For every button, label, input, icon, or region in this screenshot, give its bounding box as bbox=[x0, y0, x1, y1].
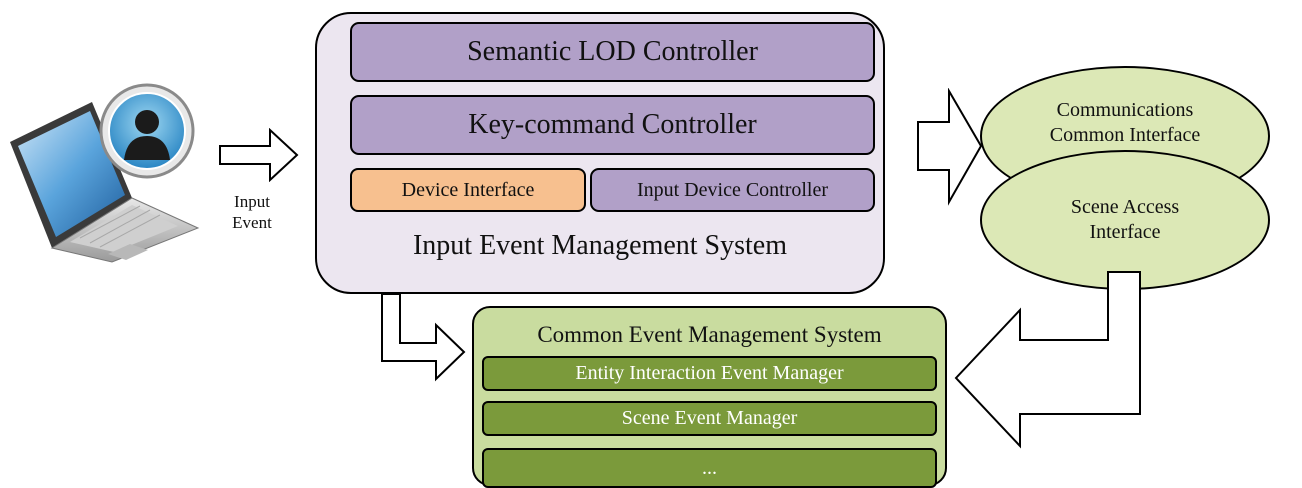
semantic-lod-controller: Semantic LOD Controller bbox=[350, 22, 875, 82]
arrow-from-interfaces bbox=[954, 271, 1141, 449]
common-event-management-title: Common Event Management System bbox=[537, 322, 882, 347]
key-command-controller: Key-command Controller bbox=[350, 95, 875, 155]
arrow-to-input-system bbox=[219, 128, 299, 182]
input-event-management-title: Input Event Management System bbox=[412, 230, 788, 261]
input-device-controller: Input Device Controller bbox=[590, 168, 875, 212]
arrow-to-common-system bbox=[381, 293, 466, 382]
scene-event-manager: Scene Event Manager bbox=[482, 401, 937, 436]
laptop-user-icon bbox=[10, 83, 200, 263]
input-event-label: Input Event bbox=[232, 191, 272, 232]
scene-access-interface: Scene Access Interface bbox=[980, 150, 1270, 290]
entity-interaction-event-manager: Entity Interaction Event Manager bbox=[482, 356, 937, 391]
device-interface: Device Interface bbox=[350, 168, 586, 212]
more-managers-ellipsis: ... bbox=[482, 448, 937, 488]
arrow-to-interfaces bbox=[917, 88, 983, 206]
